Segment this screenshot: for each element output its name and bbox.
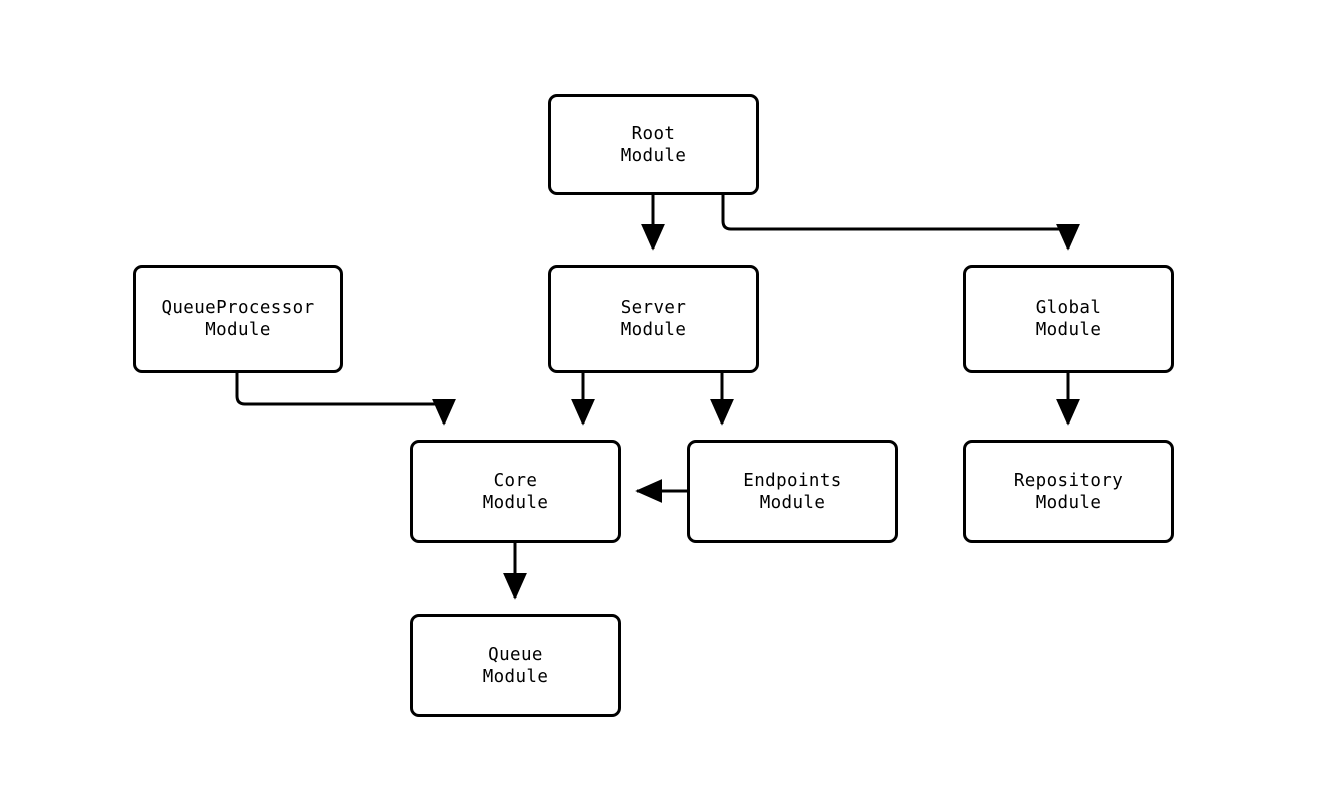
node-global-module-line2: Module <box>1035 320 1102 340</box>
node-endpoints-module[interactable]: Endpoints Module <box>687 440 898 543</box>
node-queue-module-line1: Queue <box>488 644 543 665</box>
node-queue-module-line2: Module <box>482 666 549 687</box>
node-server-module[interactable]: Server Module <box>548 265 759 373</box>
node-repository-module-line2: Module <box>1035 492 1102 513</box>
node-core-module-line2: Module <box>482 492 549 513</box>
node-endpoints-module-line2: Module <box>759 492 826 513</box>
node-global-module[interactable]: Global Module <box>963 265 1174 373</box>
node-global-module-line1: Global <box>1035 298 1102 318</box>
node-repository-module[interactable]: Repository Module <box>963 440 1174 543</box>
node-endpoints-module-line1: Endpoints <box>743 470 842 491</box>
node-core-module-line1: Core <box>493 470 538 491</box>
node-queueprocessor-module-line2: Module <box>205 320 271 340</box>
node-queueprocessor-module[interactable]: QueueProcessor Module <box>133 265 343 373</box>
node-core-module[interactable]: Core Module <box>410 440 621 543</box>
node-queue-module[interactable]: Queue Module <box>410 614 621 717</box>
node-queueprocessor-module-line1: QueueProcessor <box>161 298 315 318</box>
node-root-module[interactable]: Root Module <box>548 94 759 195</box>
edge-root-global <box>721 195 1080 251</box>
node-server-module-line2: Module <box>620 320 687 340</box>
node-root-module-line2: Module <box>620 145 687 166</box>
edge-queueprocessor-core <box>235 373 456 426</box>
node-server-module-line1: Server <box>620 298 687 318</box>
node-repository-module-line1: Repository <box>1013 470 1124 491</box>
node-root-module-line1: Root <box>631 123 676 144</box>
